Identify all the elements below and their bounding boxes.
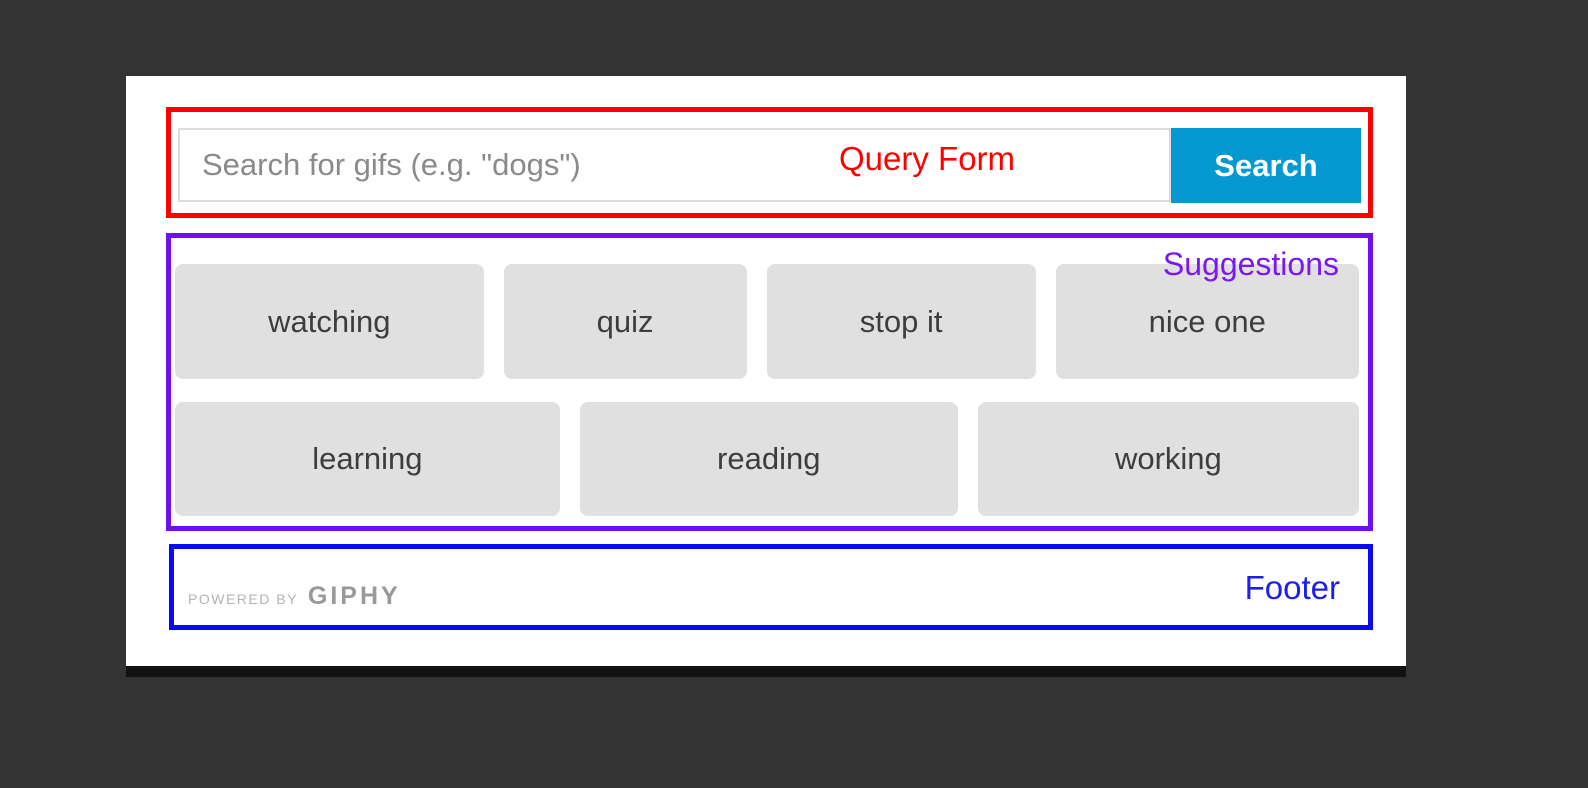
query-form-section: Search Query Form bbox=[166, 107, 1373, 218]
giphy-logo: GIPHY bbox=[307, 581, 401, 610]
powered-by-text: POWERED BY bbox=[188, 590, 298, 607]
giphy-attribution: POWERED BY GIPHY bbox=[188, 582, 401, 611]
suggestion-chip[interactable]: nice one bbox=[1055, 264, 1359, 379]
search-input[interactable] bbox=[178, 128, 1171, 202]
suggestion-chip[interactable]: stop it bbox=[766, 264, 1036, 379]
suggestion-chip[interactable]: quiz bbox=[503, 264, 747, 379]
suggestion-chip[interactable]: reading bbox=[579, 402, 958, 516]
suggestion-chip[interactable]: watching bbox=[175, 264, 484, 379]
suggestion-chip[interactable]: learning bbox=[175, 402, 560, 516]
footer-annotation-label: Footer bbox=[1244, 569, 1340, 606]
suggestion-chip[interactable]: working bbox=[977, 402, 1360, 516]
footer-section: POWERED BY GIPHY Footer bbox=[169, 544, 1373, 630]
search-button[interactable]: Search bbox=[1171, 128, 1361, 203]
